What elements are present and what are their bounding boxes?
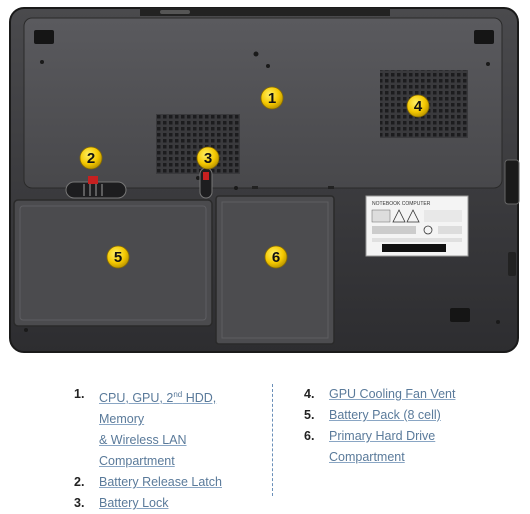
regulatory-label-sticker: NOTEBOOK COMPUTER <box>365 195 469 257</box>
legend-link-line[interactable]: GPU Cooling Fan Vent <box>329 387 456 401</box>
legend-item-number: 3. <box>74 496 85 511</box>
legend-link-line[interactable]: Battery Lock <box>99 496 169 511</box>
legend-item-battery-release-latch[interactable]: Battery Release Latch <box>99 472 222 493</box>
screws <box>24 51 500 332</box>
laptop-underside-figure: NOTEBOOK COMPUTER 1 2 3 4 5 6 <box>9 7 520 353</box>
legend-item-cpu-gpu-memory-compartment[interactable]: CPU, GPU, 2nd HDD, Memory & Wireless LAN… <box>99 384 264 472</box>
rubber-foot <box>450 308 470 322</box>
marker-circle <box>79 146 103 170</box>
marker-number: 5 <box>114 249 122 266</box>
memory-compartment-vent <box>156 114 240 174</box>
legend-item-primary-hard-drive-compartment[interactable]: Primary Hard Drive Compartment <box>329 426 435 468</box>
marker-3: 3 <box>196 146 220 170</box>
marker-number: 2 <box>87 150 95 167</box>
marker-circle <box>106 245 130 269</box>
legend-item: 6. Primary Hard Drive Compartment <box>304 426 504 468</box>
legend-item: 2. Battery Release Latch <box>74 472 264 493</box>
legend: 1. CPU, GPU, 2nd HDD, Memory & Wireless … <box>0 378 530 510</box>
numbered-markers: 1 2 3 4 5 6 <box>79 86 430 269</box>
rubber-foot <box>474 30 494 44</box>
legend-item-number: 4. <box>304 387 315 401</box>
legend-item-number: 6. <box>304 429 315 443</box>
legend-right-column: 4. GPU Cooling Fan Vent 5. Battery Pack … <box>304 384 504 468</box>
sticker-header-text: NOTEBOOK COMPUTER <box>372 201 431 207</box>
marker-number: 3 <box>204 150 212 167</box>
legend-left-column: 1. CPU, GPU, 2nd HDD, Memory & Wireless … <box>74 384 264 514</box>
marker-number: 1 <box>268 90 276 107</box>
laptop-underside-drawing: NOTEBOOK COMPUTER 1 2 3 4 5 6 <box>9 7 520 353</box>
legend-link-line[interactable]: Primary Hard Drive <box>329 429 436 443</box>
marker-circle <box>406 94 430 118</box>
marker-number: 4 <box>414 98 423 115</box>
legend-item-number: 5. <box>304 408 315 422</box>
marker-circle <box>196 146 220 170</box>
legend-item: 1. CPU, GPU, 2nd HDD, Memory & Wireless … <box>74 384 264 472</box>
legend-link-line[interactable]: Battery Pack (8 cell) <box>329 408 441 422</box>
legend-link-line[interactable]: Battery Release Latch <box>99 475 222 490</box>
marker-6: 6 <box>264 245 288 269</box>
side-port <box>504 159 520 205</box>
legend-item: 5. Battery Pack (8 cell) <box>304 405 504 426</box>
legend-item: 3. Battery Lock <box>74 493 264 514</box>
rubber-foot <box>34 30 54 44</box>
hard-drive-compartment <box>215 195 335 345</box>
legend-item-gpu-cooling-fan-vent[interactable]: GPU Cooling Fan Vent <box>329 384 455 405</box>
legend-link-line[interactable]: & Wireless LAN Compartment <box>99 433 187 469</box>
legend-item-number: 2. <box>74 475 85 490</box>
legend-item-battery-lock[interactable]: Battery Lock <box>99 493 168 514</box>
legend-item-battery-pack[interactable]: Battery Pack (8 cell) <box>329 405 441 426</box>
hinge-strip <box>140 8 390 16</box>
marker-5: 5 <box>106 245 130 269</box>
legend-item-number: 1. <box>74 387 85 401</box>
legend-item: 4. GPU Cooling Fan Vent <box>304 384 504 405</box>
marker-4: 4 <box>406 94 430 118</box>
marker-circle <box>260 86 284 110</box>
marker-circle <box>264 245 288 269</box>
legend-divider <box>272 384 273 496</box>
legend-link-line[interactable]: Compartment <box>329 450 405 464</box>
marker-number: 6 <box>272 249 280 266</box>
marker-2: 2 <box>79 146 103 170</box>
marker-1: 1 <box>260 86 284 110</box>
legend-link-line[interactable]: CPU, GPU, 2nd HDD, Memory <box>99 390 217 427</box>
